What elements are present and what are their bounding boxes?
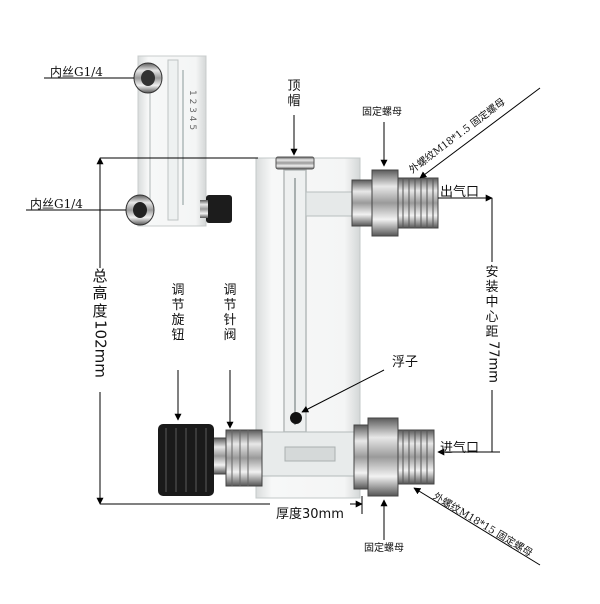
label-fixing-nut-top: 固定螺母 [362,107,402,118]
label-inner-thread-bottom: 内丝G1/4 [30,197,83,211]
label-adjust-knob: 调节旋钮 [171,283,185,343]
needle-valve [211,429,263,487]
label-inner-thread-top: 内丝G1/4 [50,65,103,79]
inset-scale-text: 1 2 3 4 5 [187,90,197,130]
label-top-cap: 顶帽 [287,79,301,109]
inlet-fitting [353,417,435,497]
label-float: 浮子 [392,355,419,370]
label-outlet: 出气口 [440,185,480,200]
leader-lines [26,77,541,566]
label-thickness: 厚度30mm [276,507,344,522]
adjust-knob [158,424,214,496]
inset-flowmeter [125,55,232,227]
top-cap [275,156,315,170]
label-adjust-needle-valve: 调节针阀 [223,283,237,343]
outlet-fitting [351,169,439,237]
label-inlet: 进气口 [440,441,480,456]
float-ball [290,412,302,424]
label-fixing-nut-bottom: 固定螺母 [364,543,404,554]
